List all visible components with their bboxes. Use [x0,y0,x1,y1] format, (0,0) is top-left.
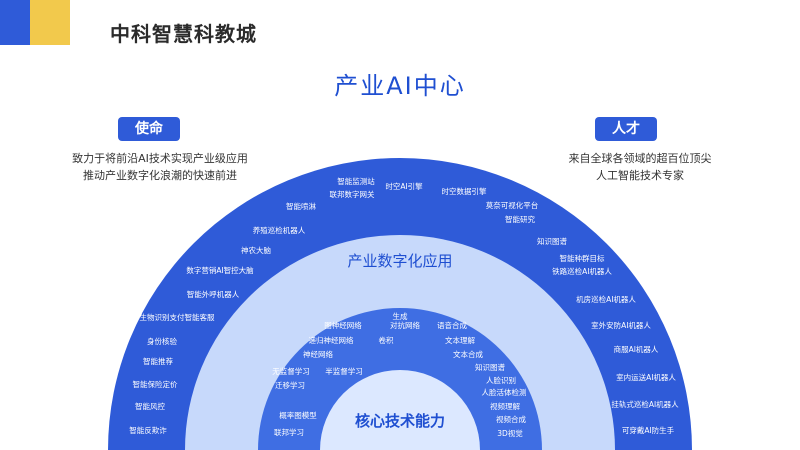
middle-ring-item: 人脸识别 [486,376,516,385]
middle-ring-item: 卷积 [378,336,394,345]
outer-ring-item: 时空AI引擎 [385,182,423,191]
talent-line: 人工智能技术专家 [596,169,684,182]
talent-line: 来自全球各领域的超百位顶尖 [568,152,712,165]
outer-ring-item: 身份核验 [147,337,177,346]
outer-ring-item: 智能研究 [505,215,535,224]
middle-ring-item: 神经网络 [303,350,333,359]
outer-ring-item: 机房巡检AI机器人 [576,295,636,304]
outer-ring-item: 莫奈可视化平台 [485,201,539,210]
outer-ring-item: 养殖巡检机器人 [252,226,306,235]
mission-badge: 使命 [118,117,180,141]
mission-line: 致力于将前沿AI技术实现产业级应用 [72,152,248,165]
middle-ring-item: 对抗网络 [390,321,420,330]
outer-ring-item: 数字营销AI智控大脑 [186,266,254,275]
ring-core [320,370,480,450]
outer-ring-item: 挂轨式巡检AI机器人 [611,400,679,409]
talent-badge: 人才 [595,117,657,141]
brand-title: 中科智慧科教城 [110,22,257,46]
outer-ring-item: 智能风控 [135,402,165,411]
outer-ring-item: 商服AI机器人 [613,345,659,354]
middle-ring-item: 人脸活体检测 [481,388,527,397]
middle-ring-item: 3D视觉 [497,429,523,438]
outer-ring-item: 智能监测站 [337,177,375,186]
outer-ring-item: 铁路巡检AI机器人 [552,267,612,276]
outer-ring-item: 知识图谱 [537,237,567,246]
outer-ring-label: 产业数字化应用 [347,252,453,270]
middle-ring-item: 视频理解 [490,402,520,411]
outer-ring-item: 智能外呼机器人 [186,290,240,299]
core-ring-label: 核心技术能力 [354,412,446,430]
outer-ring-item: 室内运送AI机器人 [616,373,676,382]
outer-ring-item: 智能喷淋 [286,202,316,211]
outer-ring-item: 智能保险定价 [132,380,178,389]
middle-ring-item: 知识图谱 [475,363,505,372]
middle-ring-item: 生成 [392,312,408,321]
middle-ring-item: 联邦学习 [274,428,304,437]
outer-ring-item: 室外安防AI机器人 [591,321,651,330]
outer-ring-item: 智能种群目标 [559,254,605,263]
middle-ring-item: 无监督学习 [272,367,310,376]
middle-ring-item: 视频合成 [496,415,526,424]
outer-ring-item: 智能推荐 [143,357,173,366]
outer-ring-item: 智能反欺诈 [129,426,167,435]
middle-ring-item: 迁移学习 [275,381,305,390]
middle-ring-item: 文本合成 [453,350,483,359]
mission-line: 推动产业数字化浪潮的快速前进 [83,169,237,182]
middle-ring-item: 概率图模型 [279,411,317,420]
middle-ring-item: 文本理解 [445,336,475,345]
middle-ring-item: 半监督学习 [325,367,363,376]
middle-ring-item: 图神经网络 [324,321,362,330]
outer-ring-item: 联邦数字网关 [329,190,375,199]
page-title: 产业AI中心 [334,72,466,100]
outer-ring-item: 神农大脑 [241,246,271,255]
middle-ring-item: 递归神经网络 [308,336,354,345]
outer-ring-item: 生物识别支付智能客服 [139,313,215,322]
mission-text: 致力于将前沿AI技术实现产业级应用 推动产业数字化浪潮的快速前进 [40,150,280,184]
outer-ring-item: 可穿戴AI防生手 [621,426,675,435]
middle-ring-item: 语音合成 [437,321,467,330]
talent-text: 来自全球各领域的超百位顶尖 人工智能技术专家 [520,150,760,184]
outer-ring-item: 时空数据引擎 [441,187,487,196]
decor-bar-blue [0,0,30,45]
decor-bar-yellow [30,0,70,45]
